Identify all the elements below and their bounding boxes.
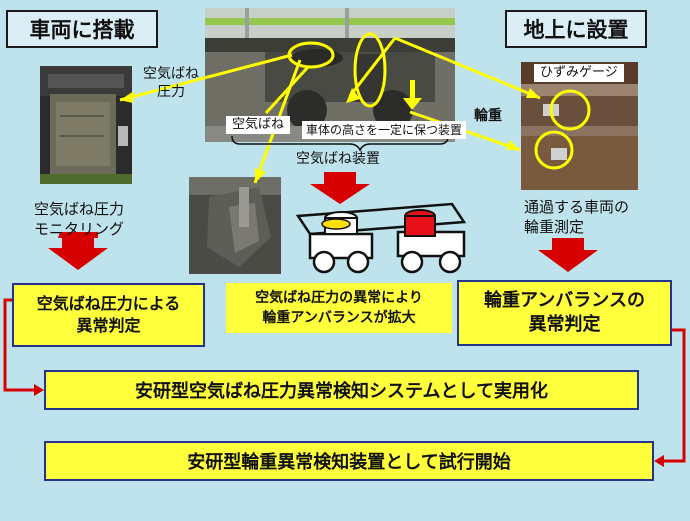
label-strain-gauge: ひずみゲージ	[534, 64, 624, 82]
label-air-spring-device: 空気ばね装置	[296, 151, 380, 167]
red-arrow-right	[538, 238, 598, 272]
wheel-load-arrow-head	[403, 98, 422, 110]
gauge-circle-lower	[534, 130, 574, 170]
air-spring-device-photo	[189, 177, 281, 274]
red-arrow-center	[310, 172, 370, 204]
box-center-effect: 空気ばね圧力の異常により 輪重アンバランスが拡大	[226, 283, 452, 333]
box-right-judgment: 輪重アンバランスの 異常判定	[457, 280, 672, 346]
label-leveling-valve: 車体の高さを一定に保つ装置	[302, 121, 467, 139]
arrow-head-monitor	[120, 91, 134, 103]
header-vehicle: 車両に搭載	[6, 10, 158, 48]
box-system-practical: 安研型空気ばね圧力異常検知システムとして実用化	[44, 370, 639, 410]
label-passing-measure: 通過する車両の 輪重測定	[524, 198, 630, 236]
arrow-head-valve	[346, 88, 360, 103]
arrow-head-gauge-lower	[506, 140, 520, 150]
bogie-bracket	[231, 135, 449, 152]
red-arrow-left	[48, 236, 108, 270]
wheel-imbalance-illustration	[295, 202, 467, 274]
air-spring-circle	[287, 41, 335, 69]
box-system-trial: 安研型輪重異常検知装置として試行開始	[44, 441, 654, 481]
header-ground: 地上に設置	[505, 10, 647, 48]
arrow-head-device	[255, 168, 266, 183]
red-connector-left	[3, 298, 38, 392]
leveling-valve-circle	[353, 32, 387, 108]
label-monitoring: 空気ばね圧力 モニタリング	[34, 200, 125, 238]
gauge-circle-upper	[549, 89, 591, 131]
label-air-spring: 空気ばね	[226, 116, 291, 134]
box-left-judgment: 空気ばね圧力による 異常判定	[12, 283, 205, 347]
red-connector-right	[660, 328, 686, 463]
onboard-monitor-photo	[40, 66, 132, 184]
arrow-head-gauge	[526, 88, 540, 98]
label-spring-pressure: 空気ばね 圧力	[143, 66, 199, 100]
label-wheel-load: 輪重	[474, 108, 502, 124]
wheel-load-arrow-shaft	[410, 80, 415, 100]
